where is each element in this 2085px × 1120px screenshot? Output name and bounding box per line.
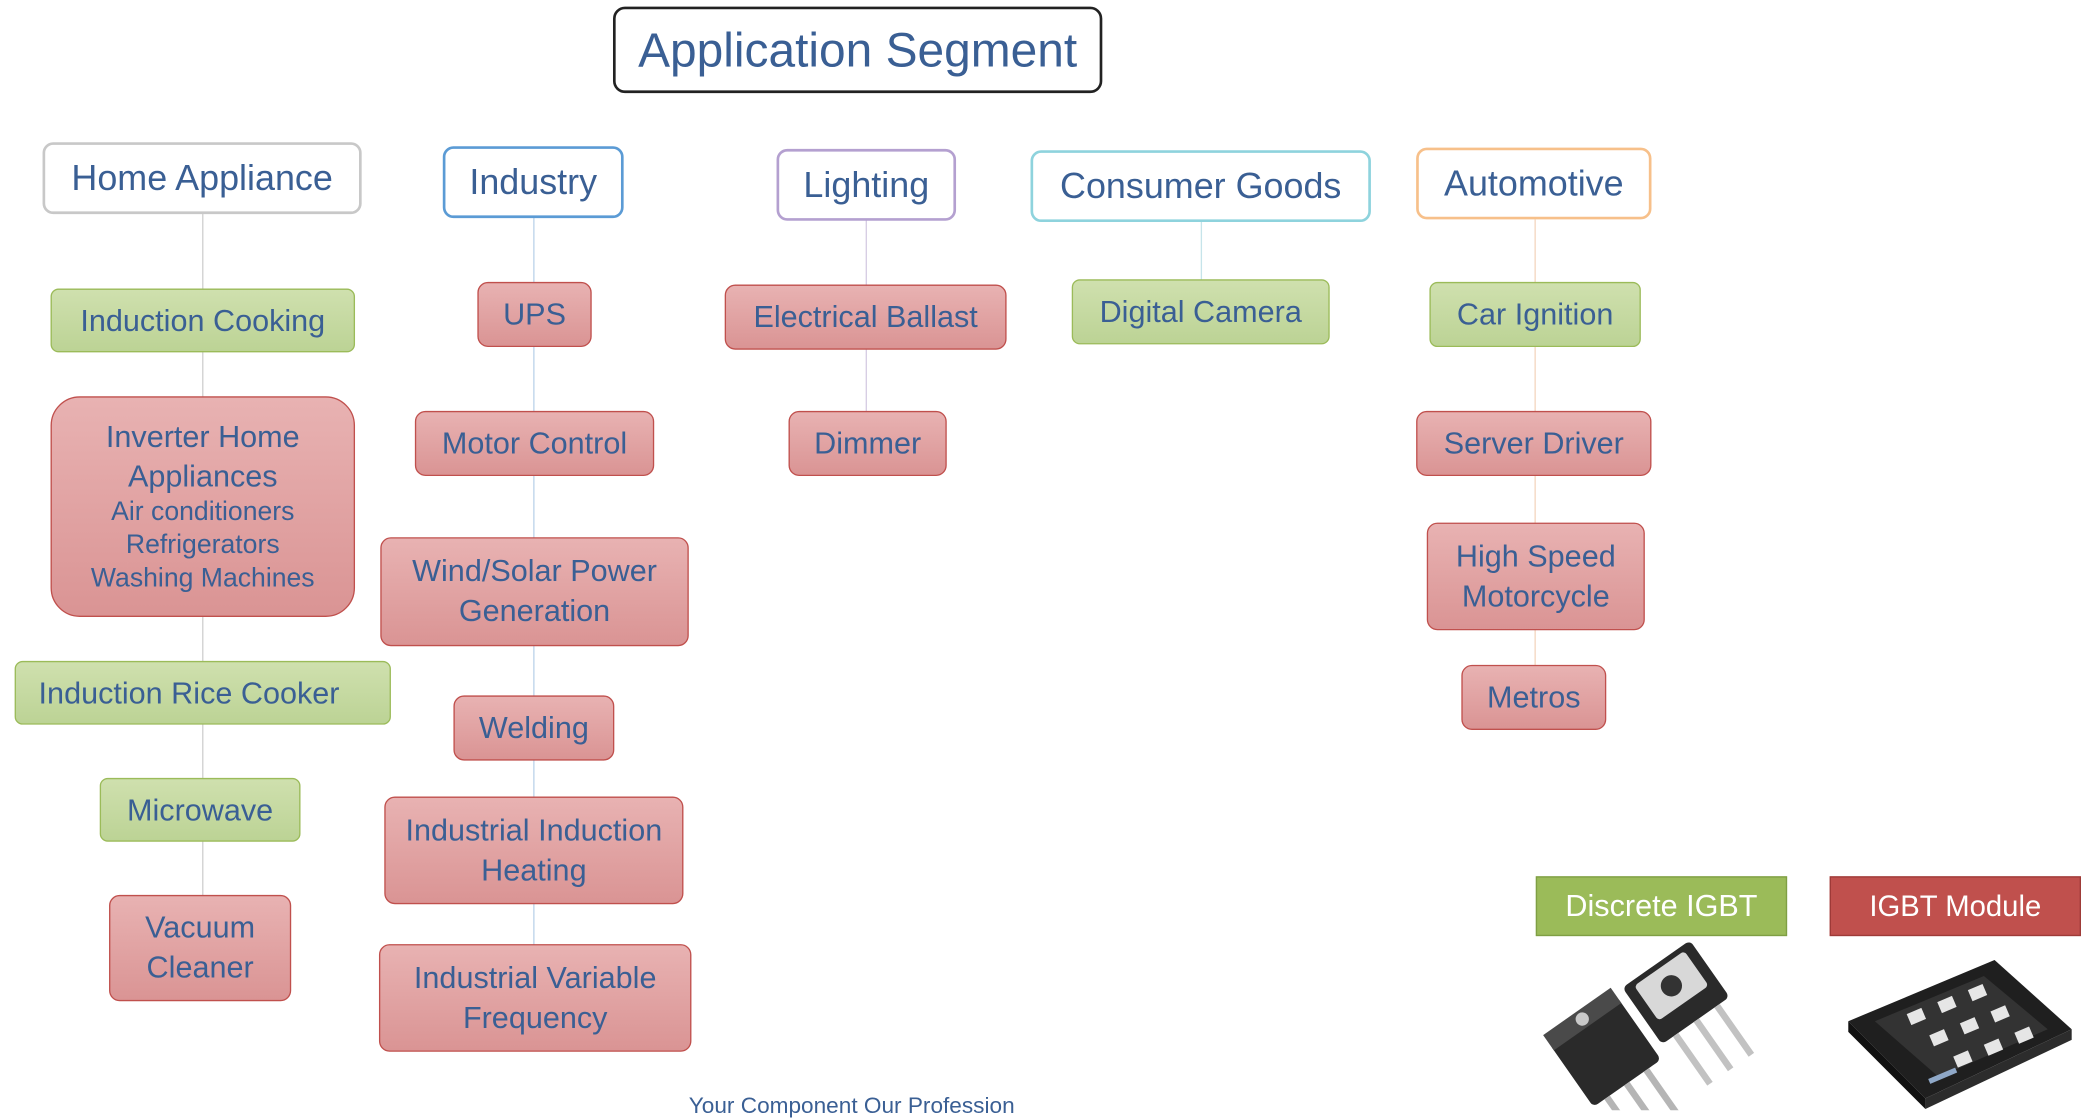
category-lighting: Lighting bbox=[776, 148, 957, 221]
node-induction-rice-cooker: Induction Rice Cooker bbox=[14, 660, 391, 725]
igbt-module-image bbox=[1848, 960, 2072, 1109]
node-inverter-home-appliances: Inverter Home Appliances Air conditioner… bbox=[50, 396, 356, 617]
node-high-speed-motorcycle: High Speed Motorcycle bbox=[1426, 522, 1645, 631]
node-ups: UPS bbox=[477, 281, 592, 348]
category-industry: Industry bbox=[442, 146, 624, 219]
footer-slogan: Your Component Our Profession bbox=[688, 1093, 1015, 1119]
node-server-driver: Server Driver bbox=[1416, 410, 1652, 477]
node-digital-camera: Digital Camera bbox=[1071, 279, 1330, 345]
category-automotive: Automotive bbox=[1416, 147, 1652, 220]
node-electrical-ballast: Electrical Ballast bbox=[724, 284, 1007, 350]
connector-consumer bbox=[1200, 220, 1203, 288]
node-industrial-variable-frequency: Industrial Variable Frequency bbox=[378, 944, 692, 1052]
legend-igbt-module: IGBT Module bbox=[1829, 876, 2081, 937]
node-car-ignition: Car Ignition bbox=[1429, 281, 1641, 348]
category-consumer-goods: Consumer Goods bbox=[1030, 150, 1371, 223]
node-dimmer: Dimmer bbox=[788, 410, 947, 477]
node-motor-control: Motor Control bbox=[414, 410, 655, 477]
node-welding: Welding bbox=[453, 695, 615, 761]
category-home-appliance: Home Appliance bbox=[42, 142, 362, 215]
node-vacuum-cleaner: Vacuum Cleaner bbox=[109, 894, 292, 1002]
legend-discrete-igbt: Discrete IGBT bbox=[1535, 876, 1788, 937]
discrete-igbt-image bbox=[1543, 942, 1755, 1111]
diagram-title: Application Segment bbox=[612, 6, 1103, 94]
node-industrial-induction-heating: Industrial Induction Heating bbox=[384, 796, 684, 905]
node-induction-cooking: Induction Cooking bbox=[50, 288, 356, 353]
node-metros: Metros bbox=[1461, 664, 1607, 731]
node-microwave: Microwave bbox=[99, 777, 301, 842]
node-wind-solar-power-generation: Wind/Solar Power Generation bbox=[380, 537, 689, 647]
